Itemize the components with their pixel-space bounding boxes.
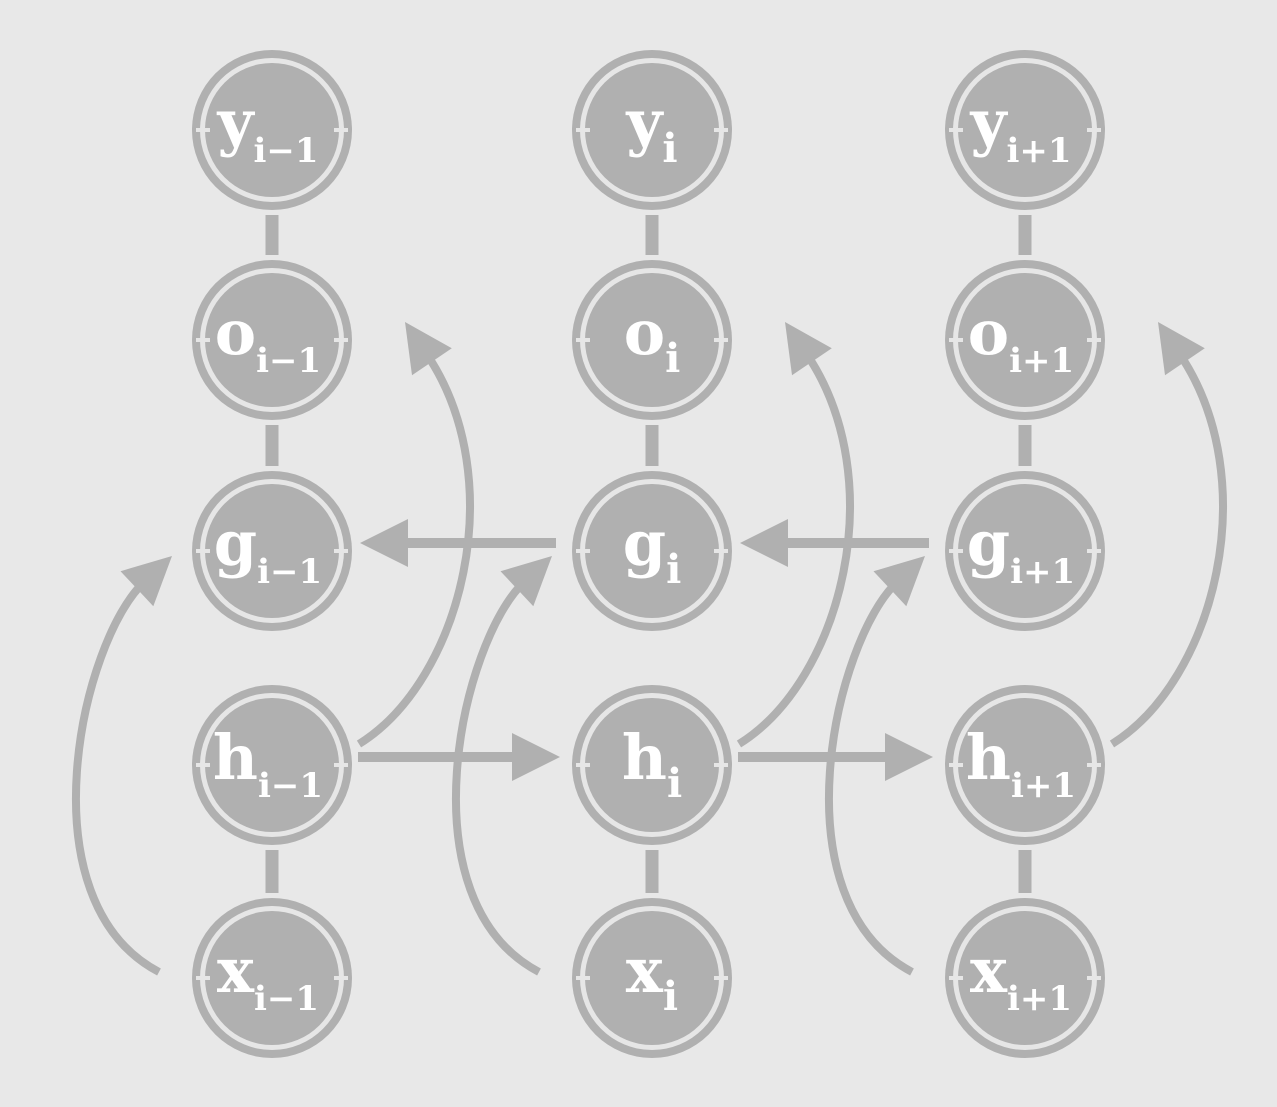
node-body xyxy=(958,484,1092,618)
node-body xyxy=(585,698,719,832)
edge-h-to-o-prev-head xyxy=(405,322,452,376)
node-label-subscript: i+1 xyxy=(1009,341,1074,381)
node-y-curr: yi xyxy=(572,50,732,210)
node-o-curr: oi xyxy=(572,260,732,420)
node-label-subscript: i+1 xyxy=(1010,552,1075,592)
node-label-base: h xyxy=(213,721,258,794)
node-label-subscript: i xyxy=(662,125,677,172)
edge-x-to-g-curr-line xyxy=(452,579,541,976)
node-body xyxy=(958,63,1092,197)
node-h-curr: hi xyxy=(572,685,732,845)
edge-h-to-o-next-head xyxy=(1158,322,1205,376)
node-label-base: x xyxy=(217,934,255,1007)
node-label-base: o xyxy=(215,296,256,369)
node-label-subscript: i−1 xyxy=(257,552,322,592)
node-label-base: h xyxy=(966,721,1011,794)
node-label-h-prev: hi−1 xyxy=(213,721,323,806)
node-body xyxy=(585,911,719,1045)
node-label-base: x xyxy=(970,934,1008,1007)
node-label-base: o xyxy=(968,296,1009,369)
edge-x-to-g-prev-head xyxy=(120,556,172,607)
edge-h-to-h-0-head xyxy=(512,733,560,781)
node-body xyxy=(585,63,719,197)
node-label-o-prev: oi−1 xyxy=(215,296,321,381)
edge-g-to-g-1-head xyxy=(740,519,788,567)
node-o-prev: oi−1 xyxy=(192,260,352,420)
node-label-subscript: i xyxy=(665,335,680,382)
node-o-next: oi+1 xyxy=(945,260,1105,420)
edge-x-to-g-next-head xyxy=(873,556,925,607)
node-label-h-curr: hi xyxy=(622,721,682,807)
node-label-x-prev: xi−1 xyxy=(217,934,319,1019)
nodes-layer: yi−1oi−1gi−1hi−1xi−1yioigihixiyi+1oi+1gi… xyxy=(192,50,1105,1058)
node-label-subscript: i−1 xyxy=(258,766,323,806)
edge-h-to-h-1-head xyxy=(885,733,933,781)
node-label-g-curr: gi xyxy=(623,507,682,593)
node-label-subscript: i−1 xyxy=(256,341,321,381)
node-label-base: x xyxy=(626,934,664,1007)
node-g-next: gi+1 xyxy=(945,471,1105,631)
node-label-y-prev: yi−1 xyxy=(216,86,318,171)
node-body xyxy=(205,911,339,1045)
node-body xyxy=(958,698,1092,832)
node-label-base: h xyxy=(622,721,667,794)
node-label-g-prev: gi−1 xyxy=(214,507,322,592)
node-h-next: hi+1 xyxy=(945,685,1105,845)
node-g-prev: gi−1 xyxy=(192,471,352,631)
node-body xyxy=(585,484,719,618)
node-h-prev: hi−1 xyxy=(192,685,352,845)
node-label-subscript: i+1 xyxy=(1007,979,1072,1019)
node-label-subscript: i xyxy=(663,973,678,1020)
node-label-y-next: yi+1 xyxy=(969,86,1071,171)
node-body xyxy=(205,698,339,832)
node-label-subscript: i−1 xyxy=(254,979,319,1019)
node-x-prev: xi−1 xyxy=(192,898,352,1058)
node-label-subscript: i+1 xyxy=(1006,131,1071,171)
node-body xyxy=(958,273,1092,407)
node-label-h-next: hi+1 xyxy=(966,721,1076,806)
node-label-o-curr: oi xyxy=(624,296,681,382)
node-label-y-curr: yi xyxy=(625,86,677,172)
node-body xyxy=(205,63,339,197)
node-label-g-next: gi+1 xyxy=(967,507,1075,592)
edge-x-to-g-prev-line xyxy=(72,579,161,976)
edge-x-to-g-curr-head xyxy=(500,556,552,607)
node-label-base: y xyxy=(625,86,664,159)
node-g-curr: gi xyxy=(572,471,732,631)
node-body xyxy=(585,273,719,407)
edge-h-to-o-curr-line xyxy=(736,351,854,748)
node-body xyxy=(958,911,1092,1045)
node-label-base: g xyxy=(623,507,666,580)
node-label-subscript: i−1 xyxy=(253,131,318,171)
edge-g-to-g-0-head xyxy=(360,519,408,567)
node-x-curr: xi xyxy=(572,898,732,1058)
node-label-subscript: i+1 xyxy=(1011,766,1076,806)
node-y-next: yi+1 xyxy=(945,50,1105,210)
node-label-subscript: i xyxy=(666,546,681,593)
node-label-x-next: xi+1 xyxy=(970,934,1072,1019)
node-label-base: g xyxy=(967,507,1010,580)
edge-h-to-o-curr-head xyxy=(785,322,832,376)
node-label-x-curr: xi xyxy=(626,934,678,1020)
node-label-subscript: i xyxy=(667,760,682,807)
node-x-next: xi+1 xyxy=(945,898,1105,1058)
node-label-base: g xyxy=(214,507,257,580)
node-label-base: y xyxy=(216,86,255,159)
edge-h-to-o-prev-line xyxy=(356,351,474,748)
node-y-prev: yi−1 xyxy=(192,50,352,210)
edge-x-to-g-next-line xyxy=(825,579,914,976)
node-body xyxy=(205,484,339,618)
node-body xyxy=(205,273,339,407)
node-label-base: y xyxy=(969,86,1008,159)
edges-layer xyxy=(72,215,1227,976)
edge-h-to-o-next-line xyxy=(1109,351,1227,748)
node-label-o-next: oi+1 xyxy=(968,296,1074,381)
node-label-base: o xyxy=(624,296,665,369)
